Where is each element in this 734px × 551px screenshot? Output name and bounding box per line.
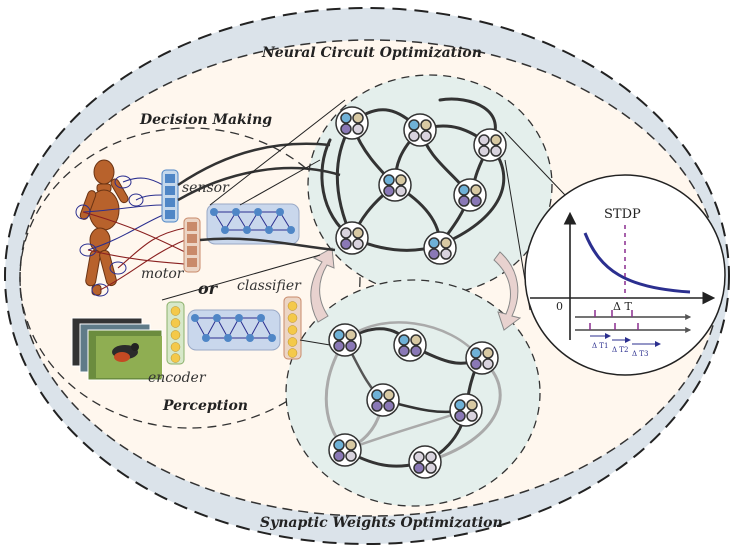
synaptic-weights-title: Synaptic Weights Optimization [260, 515, 503, 531]
classifier-column [283, 296, 302, 360]
neuron-node [453, 178, 487, 212]
neuron-node [465, 341, 499, 375]
perception-label: Perception [162, 398, 248, 414]
robot-figure-icon [79, 159, 129, 296]
neuron-node [449, 393, 483, 427]
down-arrow [493, 251, 522, 331]
neuron-node [378, 168, 412, 202]
stdp-panel: STDP 0 Δ T Δ T1 Δ T2 Δ T3 [524, 174, 726, 376]
encoder-label: encoder [148, 370, 207, 386]
neuron-node [473, 128, 507, 162]
neural-circuit-title: Neural Circuit Optimization [261, 45, 482, 61]
stdp-curve [583, 232, 691, 294]
neuron-node [403, 113, 437, 147]
neuron-node [328, 323, 362, 357]
motor-column [183, 217, 201, 273]
sensor-column [161, 169, 179, 223]
classifier-label: classifier [237, 278, 302, 294]
neuron-node [335, 221, 369, 255]
motor-label: motor [141, 266, 185, 282]
joint-markers [75, 175, 144, 297]
neuron-node [335, 106, 369, 140]
neuron-node [328, 433, 362, 467]
axis-zero: 0 [556, 300, 563, 313]
encoder-column [166, 301, 185, 365]
task-region [19, 127, 361, 429]
sensor-motor-wires [82, 177, 186, 291]
upper-neurons [335, 106, 507, 265]
dt1-label: Δ T1 [592, 342, 608, 350]
bird-photo-icon [71, 317, 163, 381]
stdp-title: STDP [604, 207, 641, 222]
lower-neurons [328, 323, 499, 479]
neuron-node [423, 231, 457, 265]
decision-links [177, 142, 341, 252]
neuron-node [393, 328, 427, 362]
decision-network [206, 203, 300, 245]
dt2-label: Δ T2 [612, 346, 628, 354]
or-label: or [198, 279, 219, 298]
neuron-node [408, 445, 442, 479]
dt3-label: Δ T3 [632, 350, 648, 358]
up-arrow [310, 247, 335, 323]
decision-making-label: Decision Making [139, 112, 272, 128]
perception-network [187, 309, 281, 351]
sensor-label: sensor [182, 180, 230, 196]
neuron-node [366, 383, 400, 417]
delta-t-label: Δ T [613, 300, 632, 313]
